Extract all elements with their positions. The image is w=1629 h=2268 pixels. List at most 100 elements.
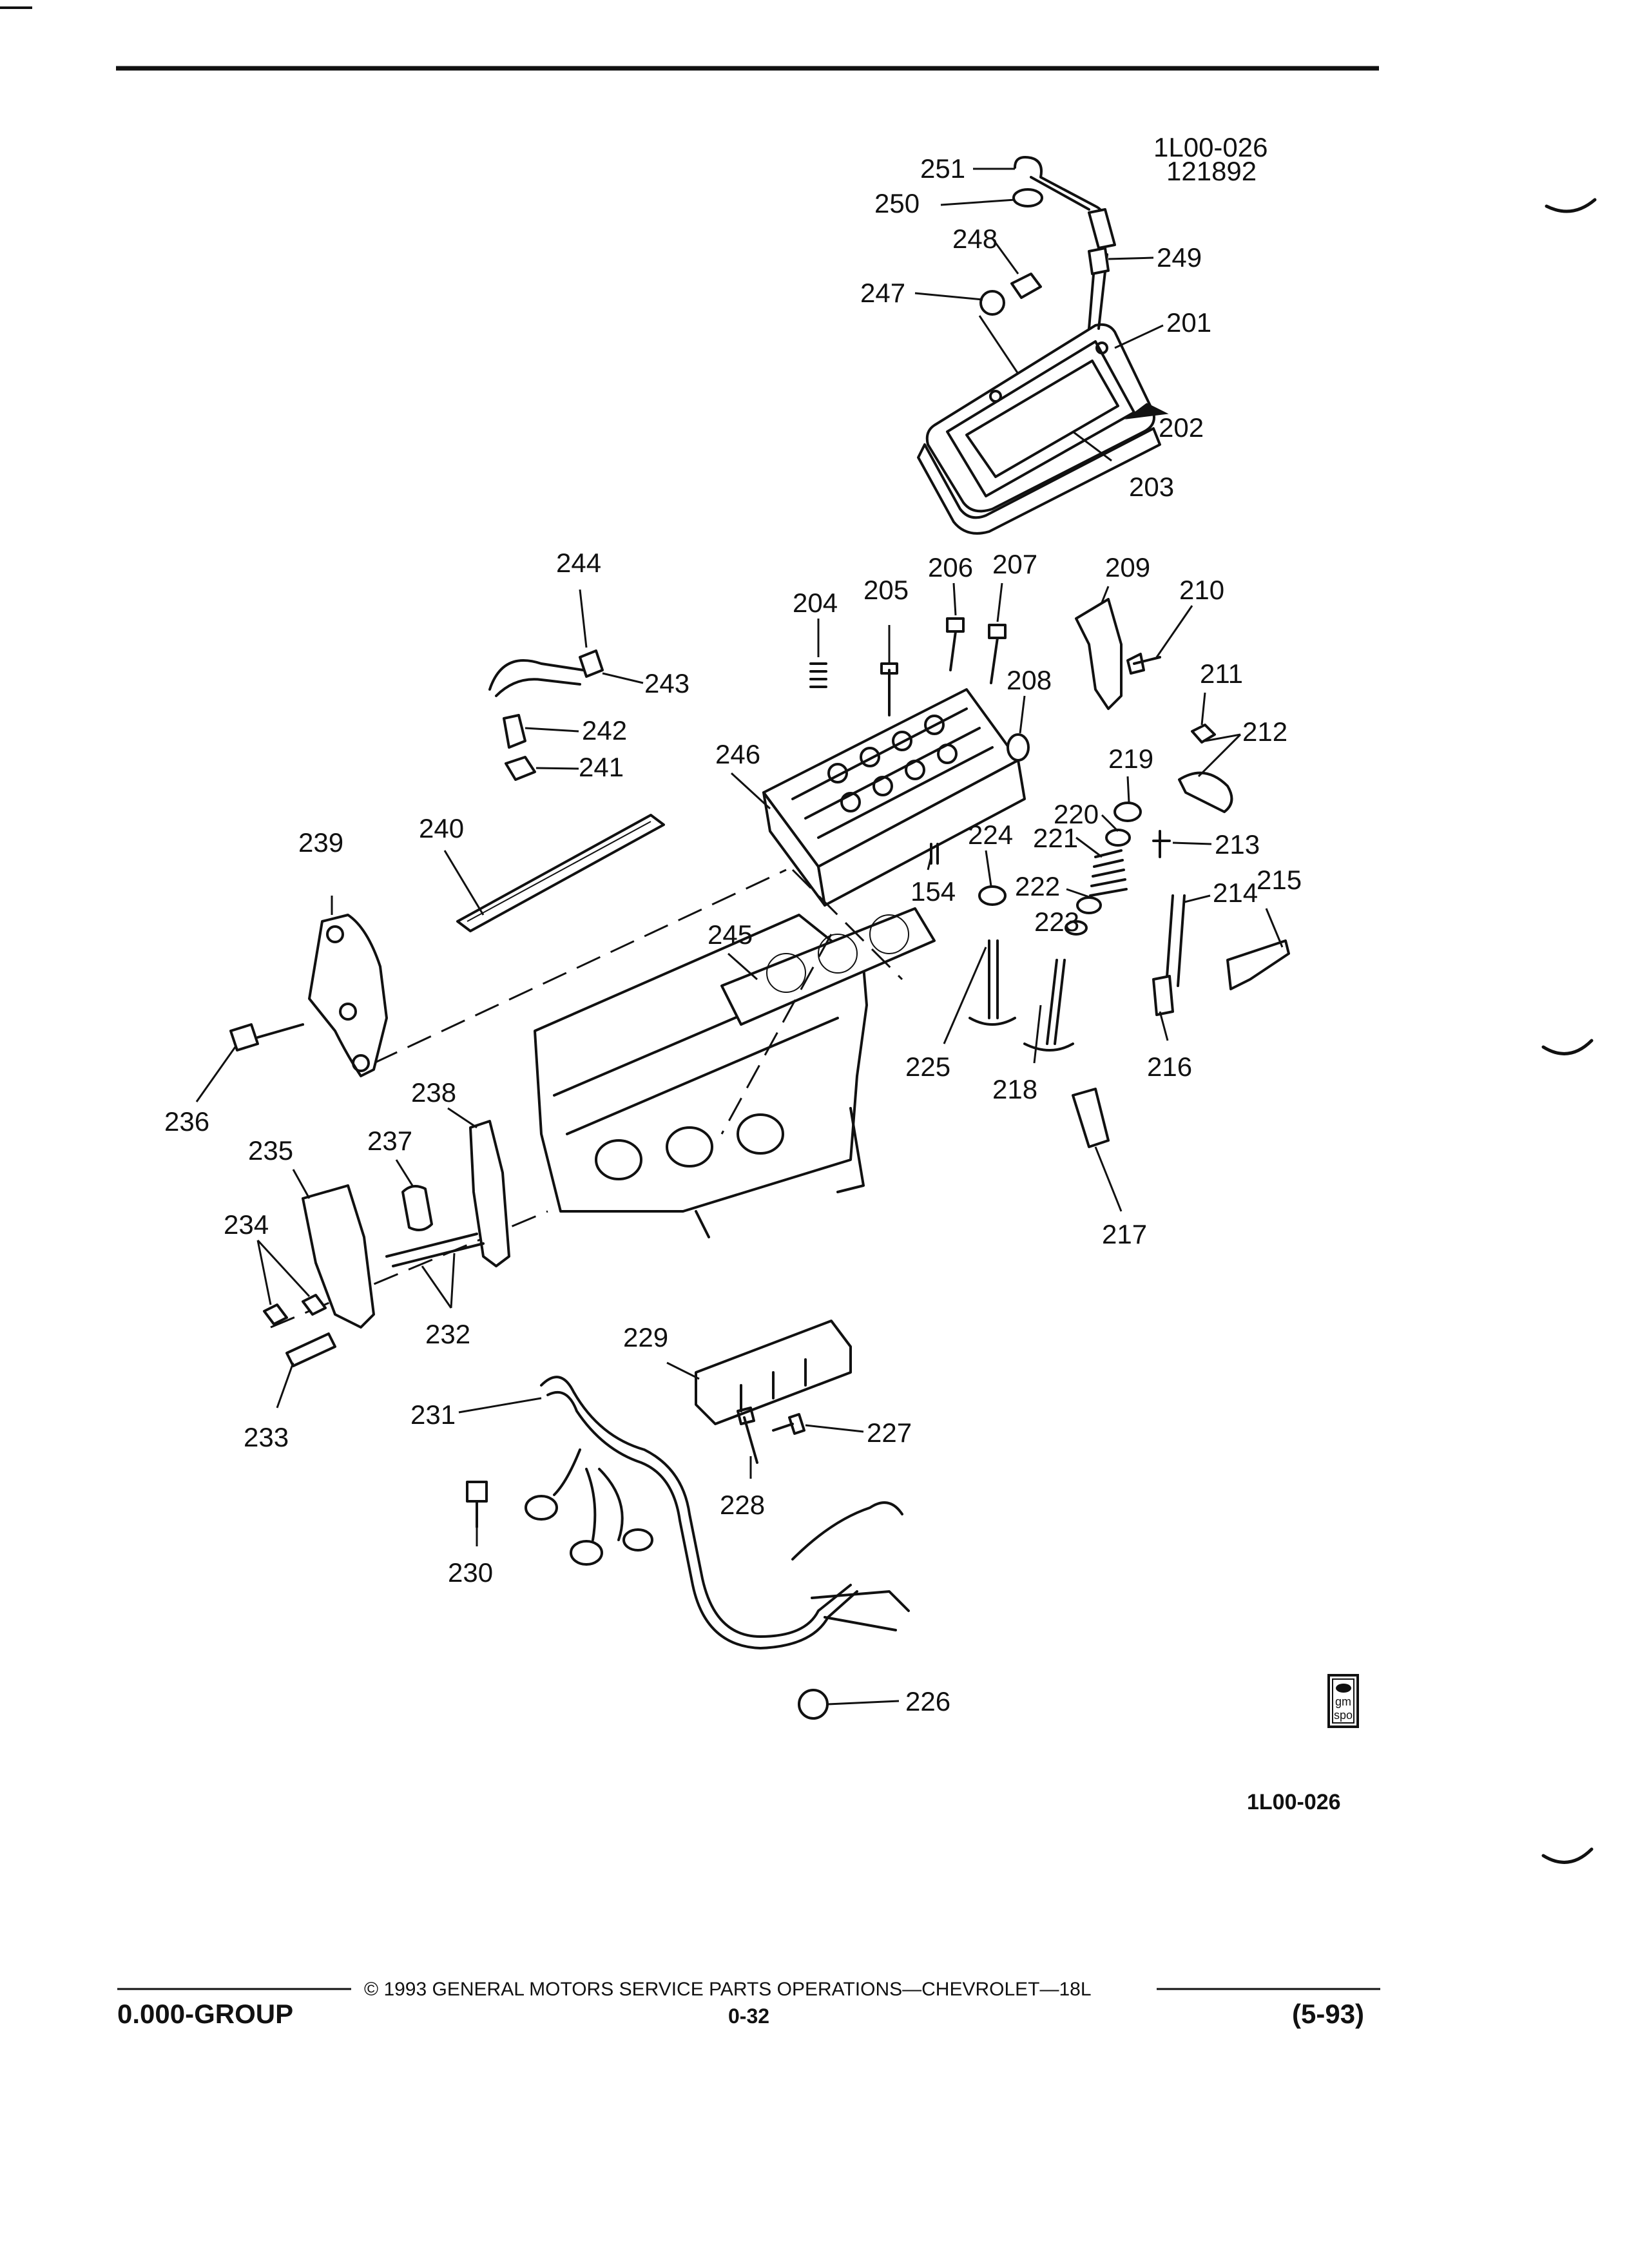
callout-154: 154 <box>911 876 956 907</box>
keeper-224 <box>978 885 1007 906</box>
cap-220 <box>1105 829 1131 847</box>
figure-code: 1L00-026 <box>1247 1790 1341 1814</box>
plug-208 <box>1007 733 1030 762</box>
head-gasket-245 <box>720 907 936 1026</box>
nut-211 <box>1191 724 1216 744</box>
bolt-205 <box>880 662 898 716</box>
valve-218 <box>1023 959 1074 1052</box>
callout-216: 216 <box>1147 1052 1192 1082</box>
sensor-213 <box>1152 830 1171 858</box>
callout-226: 226 <box>905 1686 950 1716</box>
callout-222: 222 <box>1015 871 1060 901</box>
bolt-206 <box>946 617 965 671</box>
bolt-210 <box>1126 653 1161 675</box>
callout-202: 202 <box>1159 412 1204 443</box>
bracket-238 <box>469 1120 510 1267</box>
retainer-219 <box>1113 802 1142 822</box>
callout-206: 206 <box>928 552 973 582</box>
nut-226 <box>798 1689 829 1720</box>
callout-237: 237 <box>367 1126 412 1156</box>
gasket-240 <box>456 814 665 932</box>
callout-217: 217 <box>1102 1219 1147 1249</box>
footer-copyright: © 1993 GENERAL MOTORS SERVICE PARTS OPER… <box>364 1979 1092 2000</box>
callout-230: 230 <box>448 1557 493 1588</box>
callout-233: 233 <box>244 1422 289 1452</box>
valve-225 <box>969 939 1016 1026</box>
callout-245: 245 <box>708 919 753 950</box>
page-edge-mark-1 <box>1545 198 1597 213</box>
leader-lines <box>195 168 1284 1706</box>
callout-207: 207 <box>992 549 1037 579</box>
housing-212 <box>1178 771 1233 813</box>
footer: © 1993 GENERAL MOTORS SERVICE PARTS OPER… <box>117 1979 1380 2029</box>
callout-210: 210 <box>1179 575 1224 605</box>
footer-group: 0.000-GROUP <box>117 1999 293 2029</box>
wiring-harness-231 <box>540 1376 858 1649</box>
grommet-247 <box>979 290 1005 316</box>
bolt-230 <box>466 1481 488 1528</box>
callout-223: 223 <box>1034 907 1079 937</box>
bracket-215 <box>1226 939 1290 990</box>
callout-218: 218 <box>992 1074 1037 1104</box>
callout-205: 205 <box>863 575 909 605</box>
badge-line1: gm <box>1335 1695 1351 1708</box>
rocker-cover-assembly <box>917 250 1161 535</box>
callout-224: 224 <box>968 820 1013 850</box>
bolt-227 <box>772 1413 805 1435</box>
header-date: 121892 <box>1166 156 1257 186</box>
callout-228: 228 <box>720 1490 765 1520</box>
stud-232 <box>385 1233 485 1267</box>
nut-241 <box>505 756 536 781</box>
callout-239: 239 <box>298 827 343 858</box>
callout-209: 209 <box>1105 552 1150 582</box>
bolt-248 <box>1010 273 1042 299</box>
pcv-tube <box>1014 156 1116 249</box>
callout-247: 247 <box>860 278 905 308</box>
hose-243 <box>488 659 584 697</box>
callout-215: 215 <box>1257 865 1302 895</box>
callout-212: 212 <box>1242 716 1287 747</box>
callout-201: 201 <box>1166 307 1211 338</box>
callout-213: 213 <box>1215 829 1260 860</box>
callout-244: 244 <box>556 548 601 578</box>
callout-225: 225 <box>905 1052 950 1082</box>
callout-236: 236 <box>164 1106 209 1137</box>
keeper-223 <box>1065 920 1088 936</box>
callout-labels: 251 250 248 249 247 201 202 203 244 243 … <box>164 153 1302 1716</box>
bracket-209 <box>1075 598 1123 710</box>
callout-227: 227 <box>867 1418 912 1448</box>
gm-spo-badge: gm spo <box>1327 1674 1359 1728</box>
callout-235: 235 <box>248 1135 293 1166</box>
callout-211: 211 <box>1200 658 1243 689</box>
callout-241: 241 <box>579 752 624 782</box>
callout-220: 220 <box>1054 799 1099 829</box>
callout-251: 251 <box>920 153 965 184</box>
callout-234: 234 <box>224 1209 269 1240</box>
callout-221: 221 <box>1033 823 1078 853</box>
sensor-233 <box>285 1332 336 1367</box>
nut-234a <box>263 1303 288 1325</box>
clamp-244 <box>579 649 604 678</box>
footer-revision: (5-93) <box>1292 1999 1364 2029</box>
callout-232: 232 <box>425 1319 470 1349</box>
callout-203: 203 <box>1129 472 1174 502</box>
header-code: 1L00-026 <box>1153 132 1268 162</box>
spring-204 <box>809 662 827 688</box>
badge-line2: spo <box>1334 1709 1353 1722</box>
callout-204: 204 <box>793 588 838 618</box>
bracket-239 <box>308 914 388 1077</box>
callout-219: 219 <box>1108 744 1153 774</box>
arrow-202 <box>1124 403 1169 419</box>
callout-231: 231 <box>410 1399 456 1430</box>
sensor-217 <box>1072 1088 1110 1148</box>
page-edge-mark-2 <box>1541 1039 1594 1055</box>
callout-243: 243 <box>644 668 689 698</box>
bracket-235 <box>302 1184 375 1329</box>
tube-214 <box>1165 894 1186 987</box>
nut-234b <box>302 1294 327 1316</box>
callout-242: 242 <box>582 715 627 745</box>
callout-208: 208 <box>1007 665 1052 695</box>
callout-249: 249 <box>1157 242 1202 273</box>
spring-221 <box>1089 849 1128 897</box>
